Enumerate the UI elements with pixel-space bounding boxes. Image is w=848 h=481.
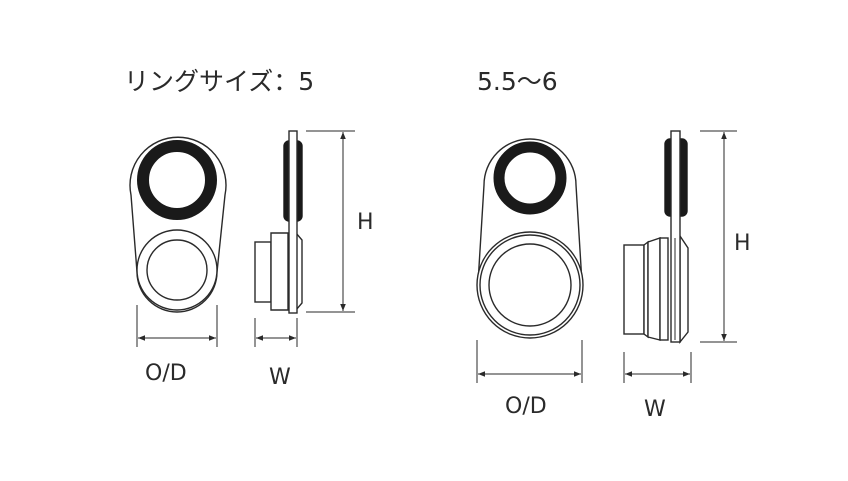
size5-h-label: H xyxy=(357,210,374,235)
size6-od-label: O/D xyxy=(505,394,547,419)
size5-dimensions xyxy=(136,130,355,347)
size6-side-view xyxy=(623,130,689,344)
size6-h-label: H xyxy=(734,231,751,256)
size6-title: 5.5〜6 xyxy=(477,67,558,96)
size5-front-view xyxy=(129,136,227,313)
size5-title: リングサイズ：5 xyxy=(124,67,315,96)
size6-front-view xyxy=(476,138,584,339)
size5-side-view xyxy=(254,130,303,314)
size6-dimensions xyxy=(476,130,737,383)
size5-od-label: O/D xyxy=(145,361,187,386)
size5-w-label: W xyxy=(269,365,291,390)
size6-w-label: W xyxy=(644,397,666,422)
